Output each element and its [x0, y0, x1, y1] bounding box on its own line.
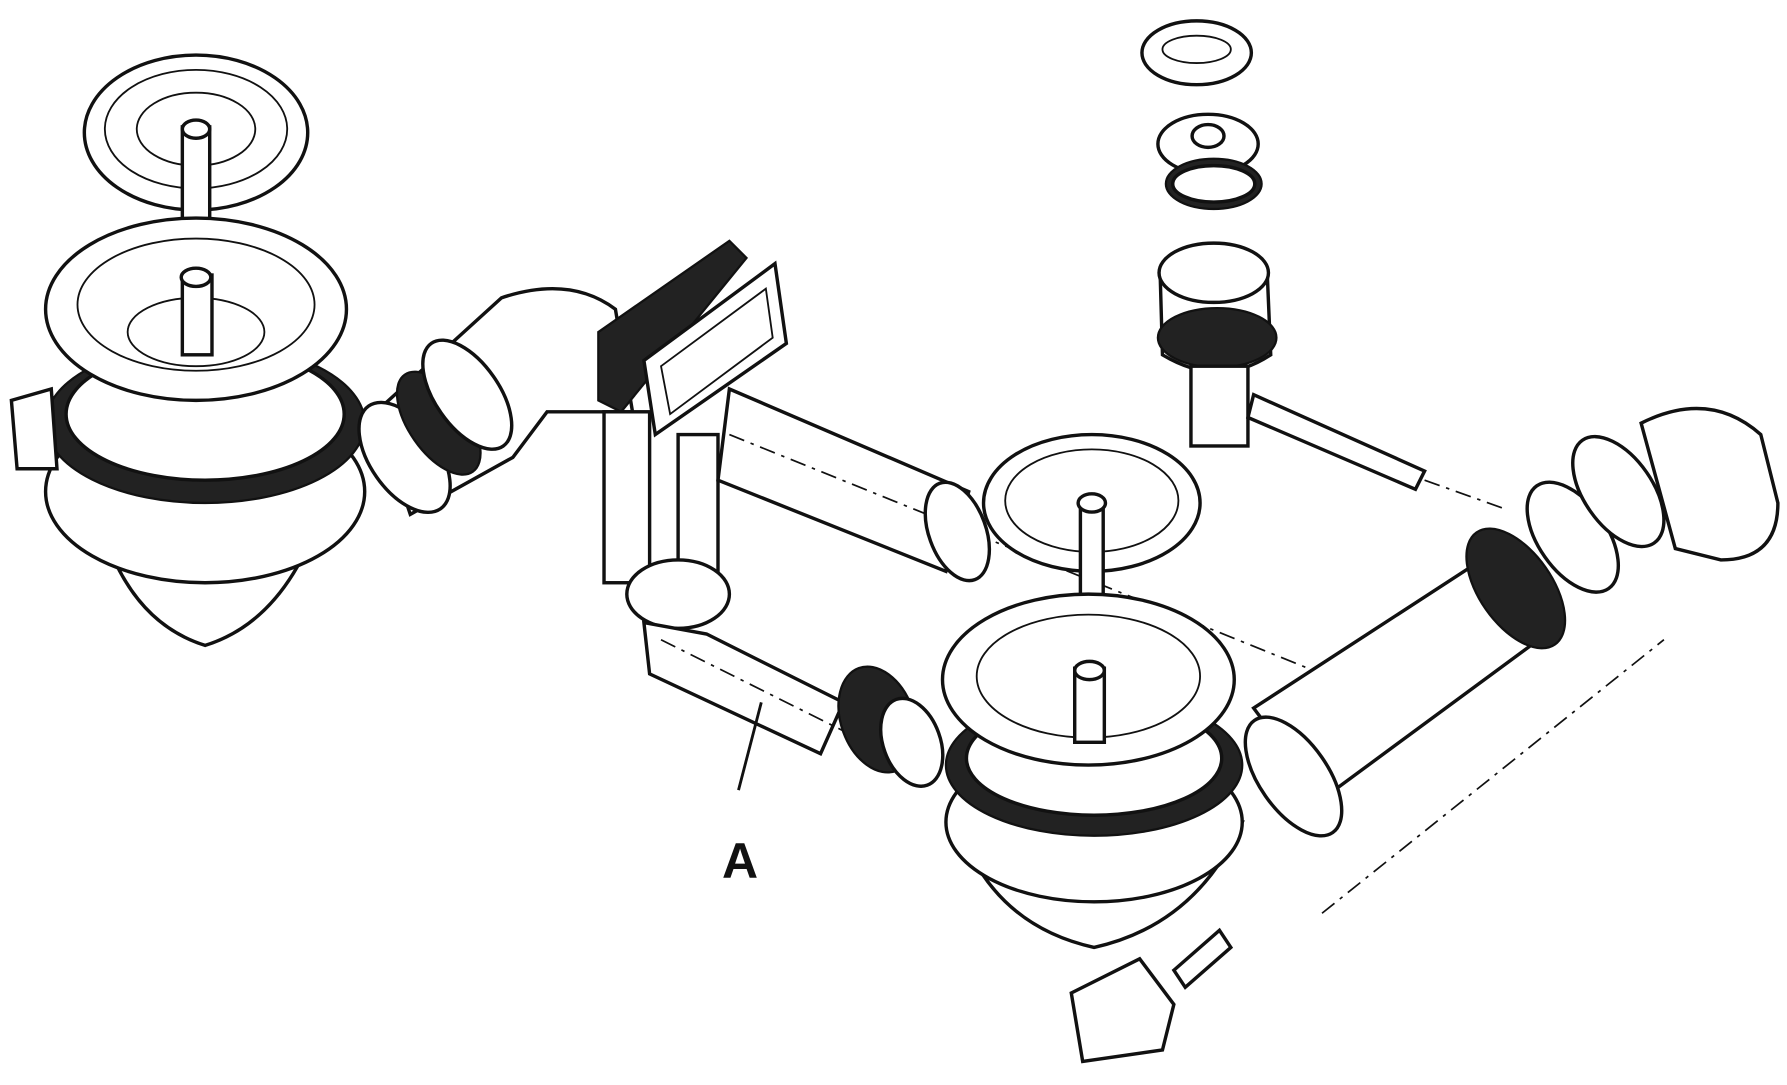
left-strainer-basket: [82, 53, 310, 243]
left-connector-pipe: [357, 287, 635, 517]
left-sink-drain: [9, 216, 367, 648]
overflow-frame: [597, 239, 789, 585]
right-diagonal-pipe: [1243, 406, 1780, 914]
trap-and-pipe-a: [625, 558, 945, 791]
right-sink-drain: [940, 592, 1245, 1064]
callout-label-a: A: [722, 833, 759, 889]
overflow-pipe: [716, 386, 1323, 675]
overflow-cap-assembly: [1140, 19, 1427, 492]
